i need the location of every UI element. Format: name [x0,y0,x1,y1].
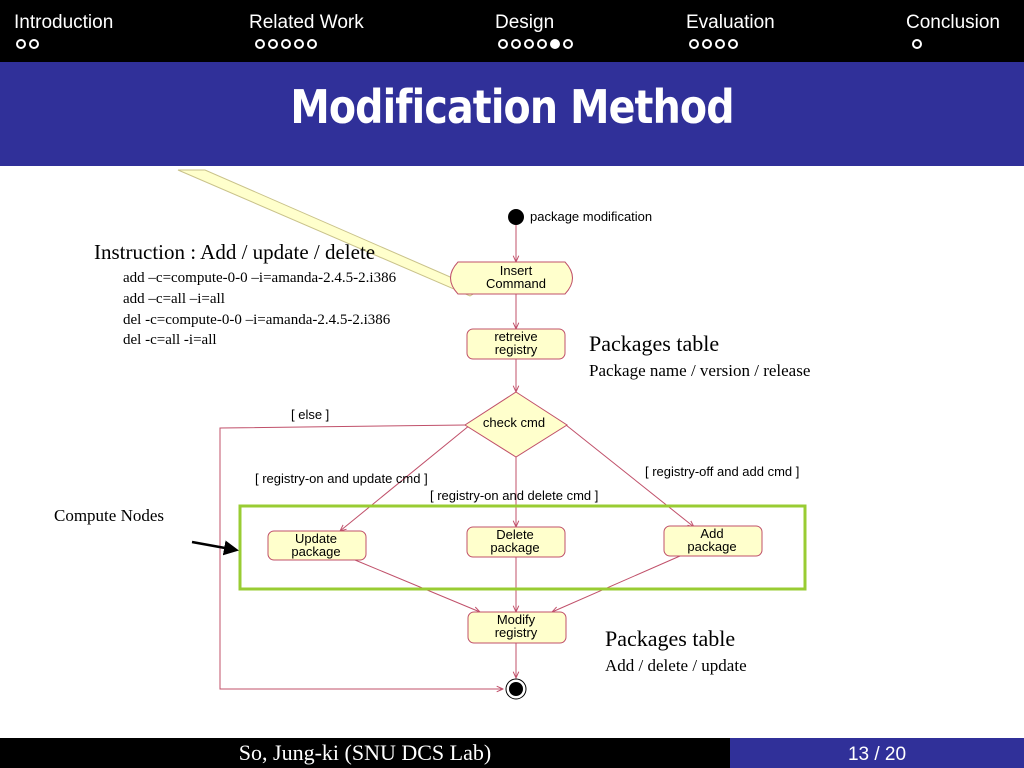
add-package-label-2: package [687,539,736,554]
start-label: package modification [530,209,652,224]
nav-progress-dot[interactable] [702,39,712,49]
nav-progress-dot[interactable] [307,39,317,49]
edge-update-modify [354,559,480,612]
delete-package-label-1: Delete [496,527,534,542]
compute-nodes-arrow [191,540,239,556]
nav-section-design[interactable]: Design [495,12,555,33]
edge-else [219,424,503,689]
update-package-label-1: Update [295,531,337,546]
packages-table-note-1: Packages table [589,331,720,356]
nav-progress-dot[interactable] [524,39,534,49]
update-package-node [267,530,367,561]
check-cmd-decision [464,391,568,458]
footer-left-bar [0,738,730,768]
nav-dots-evaluation [689,36,741,50]
insert-command-label-1: Insert [500,263,533,278]
nav-section-conclusion[interactable]: Conclusion [906,12,1000,33]
update-package-label-2: package [291,544,340,559]
slide-title: Modification Method [290,80,734,134]
edge-check-add [565,424,694,527]
nav-progress-dot[interactable] [281,39,291,49]
else-guard: [ else ] [291,407,329,422]
retrieve-registry-label-2: registry [495,342,538,357]
add-guard: [ registry-off and add cmd ] [645,464,799,479]
packages-table-note-2: Packages table [605,626,736,651]
footer-page-number: 13 / 20 [847,744,907,765]
modify-registry-node [467,611,567,644]
instruction-line-3: del -c=compute-0-0 –i=amanda-2.4.5-2.i38… [123,312,391,328]
compute-nodes-frame [238,504,807,591]
delete-guard: [ registry-on and delete cmd ] [430,488,598,503]
start-node [508,209,524,225]
footer-right-bar [730,738,1024,768]
packages-table-note-2-sub: Add / delete / update [605,656,747,675]
insert-command-node [450,261,573,295]
retrieve-registry-node [466,328,566,360]
add-package-node [663,525,763,557]
nav-dots-related-work [255,36,320,50]
compute-nodes-label: Compute Nodes [54,506,165,525]
end-node [509,682,523,696]
delete-package-label-2: package [490,540,539,555]
modify-registry-label-1: Modify [497,612,536,627]
instruction-line-4: del -c=all -i=all [123,332,217,348]
nav-progress-dot[interactable] [728,39,738,49]
edge-check-update [340,424,471,531]
nav-progress-dot[interactable] [16,39,26,49]
title-bar [0,62,1024,166]
top-nav-bar [0,0,1024,62]
retrieve-registry-label-1: retreive [494,329,537,344]
nav-section-introduction[interactable]: Introduction [14,12,114,33]
nav-section-evaluation[interactable]: Evaluation [686,12,775,33]
nav-progress-dot[interactable] [912,39,922,49]
nav-progress-dot[interactable] [511,39,521,49]
nav-dots-conclusion [912,36,925,50]
nav-progress-dot[interactable] [268,39,278,49]
nav-progress-dot[interactable] [563,39,573,49]
instruction-line-1: add –c=compute-0-0 –i=amanda-2.4.5-2.i38… [123,270,397,286]
instruction-heading: Instruction : Add / update / delete [94,240,376,264]
nav-dots-design [498,36,576,50]
nav-progress-dot[interactable] [537,39,547,49]
footer-author: So, Jung-ki (SNU DCS Lab) [238,740,492,765]
edge-add-modify [552,555,681,612]
nav-progress-dot[interactable] [255,39,265,49]
nav-progress-dot[interactable] [689,39,699,49]
delete-package-node [466,526,566,558]
add-package-label-1: Add [700,526,723,541]
nav-dots-introduction [16,36,42,50]
nav-progress-dot[interactable] [29,39,39,49]
nav-progress-dot[interactable] [498,39,508,49]
packages-table-note-1-sub: Package name / version / release [589,361,811,380]
nav-progress-dot[interactable] [550,39,560,49]
nav-progress-dot[interactable] [715,39,725,49]
insert-command-label-2: Command [486,276,546,291]
instruction-line-2: add –c=all –i=all [123,291,225,307]
modify-registry-label-2: registry [495,625,538,640]
nav-section-related-work[interactable]: Related Work [249,12,364,33]
nav-progress-dot[interactable] [294,39,304,49]
update-guard: [ registry-on and update cmd ] [255,471,428,486]
check-cmd-label: check cmd [483,415,545,430]
